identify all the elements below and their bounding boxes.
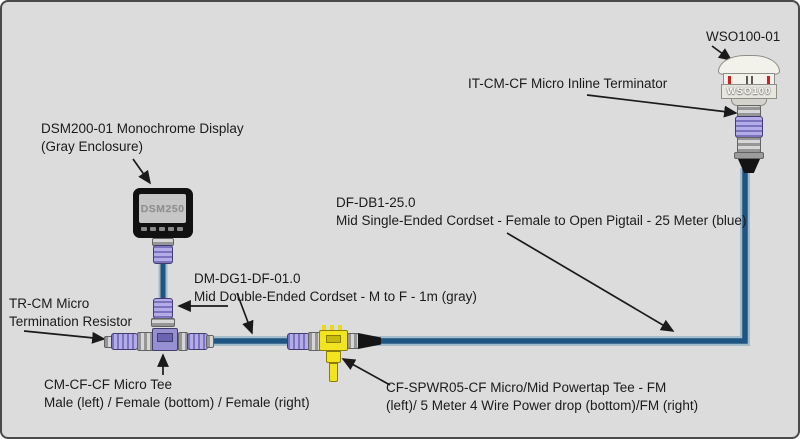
label-wso100: WSO100-01 — [706, 28, 780, 46]
label-blue-cordset-line1: DF-DB1-25.0 — [336, 195, 416, 210]
powertap-crenellation — [322, 325, 346, 331]
termination-resistor-body — [111, 333, 138, 350]
label-display-line1: DSM200-01 Monochrome Display — [41, 121, 244, 136]
label-termination-resistor-line1: TR-CM Micro — [9, 296, 90, 311]
arrow-inline-terminator — [586, 94, 738, 118]
backbone-cable-blue — [209, 168, 750, 346]
wso-slot — [746, 76, 748, 84]
wso-name-band: WSO100 — [721, 84, 777, 99]
label-display: DSM200-01 Monochrome Display (Gray Enclo… — [41, 120, 244, 155]
connector-purple-right — [187, 333, 208, 350]
wso-body-text: WSO100 — [726, 86, 772, 97]
dsm-button — [141, 227, 147, 231]
arrow-gray-cordset-cable — [236, 292, 254, 335]
label-micro-tee-line1: CM-CF-CF Micro Tee — [44, 377, 172, 392]
wso-red-mark-right — [767, 76, 770, 84]
label-gray-cordset-line1: DM-DG1-DF-01.0 — [194, 271, 301, 286]
label-powertap-tee: CF-SPWR05-CF Micro/Mid Powertap Tee - FM… — [386, 379, 698, 414]
dsm-button — [177, 227, 183, 231]
label-gray-cordset-line2: Mid Double-Ended Cordset - M to F - 1m (… — [194, 288, 477, 304]
dsm-display-buttons — [141, 227, 185, 231]
connector-collar — [734, 152, 764, 159]
label-termination-resistor: TR-CM Micro Termination Resistor — [9, 295, 132, 330]
arrow-powertap-tee — [341, 358, 391, 386]
label-micro-tee-line2: Male (left) / Female (bottom) / Female (… — [44, 394, 310, 410]
powertap-slot — [326, 335, 341, 343]
connector-purple-female — [153, 298, 173, 319]
micro-tee-slot — [157, 333, 173, 342]
power-drop-cable — [329, 363, 338, 382]
label-wso100-line1: WSO100-01 — [706, 29, 781, 44]
label-termination-resistor-line2: Termination Resistor — [9, 313, 133, 329]
connector-gray-tip — [206, 335, 214, 348]
molded-cable-end — [358, 333, 381, 349]
connector-gray-right — [347, 333, 359, 349]
label-powertap-tee-line1: CF-SPWR05-CF Micro/Mid Powertap Tee - FM — [386, 380, 667, 395]
label-blue-cordset: DF-DB1-25.0 Mid Single-Ended Cordset - F… — [336, 194, 746, 229]
label-inline-terminator: IT-CM-CF Micro Inline Terminator — [468, 75, 667, 93]
arrow-blue-cordset — [506, 232, 675, 332]
dsm-button — [150, 227, 156, 231]
connector-gray-rings — [737, 137, 761, 153]
connector-gray-cap — [151, 318, 175, 327]
label-micro-tee: CM-CF-CF Micro Tee Male (left) / Female … — [44, 376, 310, 411]
label-powertap-tee-line2: (left)/ 5 Meter 4 Wire Power drop (botto… — [386, 397, 699, 413]
connector-purple-left — [287, 333, 310, 350]
wso-red-mark-left — [728, 76, 731, 84]
label-inline-terminator-line1: IT-CM-CF Micro Inline Terminator — [468, 76, 668, 91]
dsm-button — [159, 227, 165, 231]
connector-purple-male — [153, 245, 173, 264]
dsm-screen-text: DSM250 — [140, 202, 185, 215]
wso-slot — [751, 76, 753, 84]
molded-cable-end — [738, 159, 760, 173]
inline-terminator-body — [735, 116, 763, 138]
dsm-display: DSM250 — [133, 188, 193, 238]
label-blue-cordset-line2: Mid Single-Ended Cordset - Female to Ope… — [336, 212, 747, 228]
dsm-button — [168, 227, 174, 231]
label-display-line2: (Gray Enclosure) — [41, 138, 144, 154]
arrow-termination-resistor — [23, 330, 106, 344]
power-drop-neck — [326, 351, 341, 363]
dsm-display-screen: DSM250 — [139, 194, 186, 223]
label-gray-cordset: DM-DG1-DF-01.0 Mid Double-Ended Cordset … — [194, 270, 477, 305]
arrow-display — [132, 158, 151, 185]
